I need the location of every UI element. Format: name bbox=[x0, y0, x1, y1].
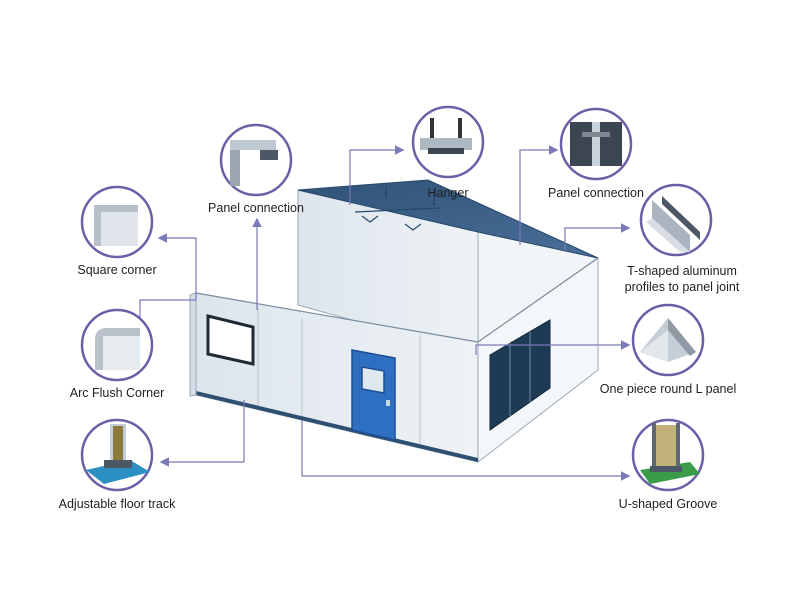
detail-panel-connection-right bbox=[559, 107, 633, 181]
front-window bbox=[206, 314, 255, 366]
detail-arc-flush-corner bbox=[80, 308, 154, 382]
label-square-corner: Square corner bbox=[77, 263, 157, 277]
detail-adjustable-floor-track bbox=[80, 418, 154, 492]
label-adjustable-floor-track: Adjustable floor track bbox=[58, 497, 176, 511]
label-t-shaped-line1: T-shaped aluminum bbox=[627, 264, 737, 278]
door bbox=[351, 349, 396, 441]
label-t-shaped-line2: profiles to panel joint bbox=[624, 280, 740, 294]
label-u-shaped-groove: U-shaped Groove bbox=[618, 497, 718, 511]
detail-panel-connection-left bbox=[219, 123, 293, 197]
label-hanger: Hanger bbox=[427, 186, 469, 200]
detail-hanger bbox=[411, 105, 485, 179]
side-glass-window bbox=[489, 319, 551, 431]
detail-t-shaped-aluminum bbox=[639, 183, 713, 257]
detail-one-piece-round-l bbox=[631, 303, 705, 377]
cleanroom-room bbox=[189, 179, 599, 464]
connector-lines bbox=[139, 145, 631, 481]
left-return-wall bbox=[189, 292, 197, 397]
label-panel-connection-right: Panel connection bbox=[548, 186, 644, 200]
label-arc-flush-corner: Arc Flush Corner bbox=[69, 386, 165, 400]
detail-square-corner bbox=[80, 185, 154, 259]
detail-u-shaped-groove bbox=[631, 418, 705, 492]
label-one-piece-round-l: One piece round L panel bbox=[599, 382, 737, 396]
label-panel-connection-left: Panel connection bbox=[208, 201, 304, 215]
